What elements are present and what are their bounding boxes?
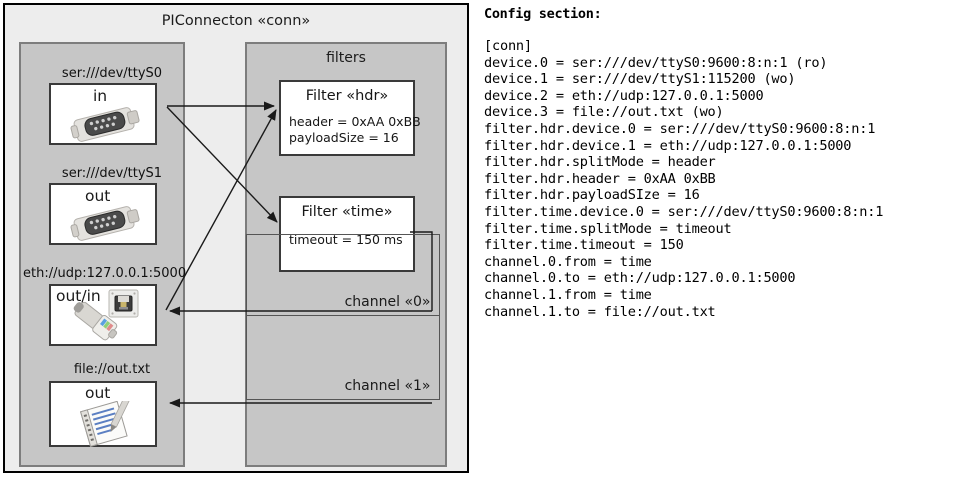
filter-prop-payload-size: payloadSize = 16 <box>289 130 399 145</box>
config-text: [conn] device.0 = ser:///dev/ttyS0:9600:… <box>484 38 884 320</box>
device-direction-serial0: in <box>93 87 108 105</box>
channel-box-0[interactable]: channel «0» <box>245 234 440 316</box>
config-heading: Config section: <box>484 6 602 22</box>
device-label-file: file://out.txt <box>73 362 151 377</box>
filter-box-hdr[interactable]: Filter «hdr» header = 0xAA 0xBB payloadS… <box>279 80 421 156</box>
serial-port-icon <box>69 105 143 147</box>
filter-prop-timeout: timeout = 150 ms <box>289 232 403 247</box>
device-box-serial1[interactable]: out <box>49 183 157 245</box>
channel-box-1[interactable]: channel «1» <box>245 315 440 400</box>
channel-label-0: channel «0» <box>344 294 431 310</box>
diagram-frame: PIConnecton «conn» ser:///dev/ttyS0 in <box>3 3 469 473</box>
diagram-title: PIConnecton «conn» <box>161 13 311 29</box>
ethernet-jack-icon <box>107 288 141 324</box>
channel-label-1: channel «1» <box>344 378 431 394</box>
ethernet-cable-plug-icon <box>69 301 131 350</box>
device-label-serial0: ser:///dev/ttyS0 <box>61 66 163 81</box>
device-direction-file: out <box>85 384 111 402</box>
device-box-eth[interactable]: out/in <box>49 284 157 346</box>
filter-title-time: Filter «time» <box>301 204 393 220</box>
device-box-file[interactable]: out <box>49 381 157 448</box>
device-direction-eth: out/in <box>56 287 101 305</box>
device-direction-serial1: out <box>85 187 111 205</box>
text-file-icon <box>77 396 137 451</box>
device-label-serial1: ser:///dev/ttyS1 <box>61 166 163 181</box>
serial-port-icon <box>69 203 143 247</box>
filter-title-hdr: Filter «hdr» <box>305 88 389 104</box>
devices-group: ser:///dev/ttyS0 in <box>19 42 187 467</box>
device-box-serial0[interactable]: in <box>49 83 157 145</box>
filter-prop-header: header = 0xAA 0xBB <box>289 114 421 129</box>
filters-group: filters Filter «hdr» header = 0xAA 0xBB … <box>245 42 447 467</box>
filters-group-title: filters <box>326 50 366 66</box>
config-panel: Config section: [conn] device.0 = ser://… <box>484 6 960 320</box>
device-label-eth: eth://udp:127.0.0.1:5000 <box>23 266 187 281</box>
